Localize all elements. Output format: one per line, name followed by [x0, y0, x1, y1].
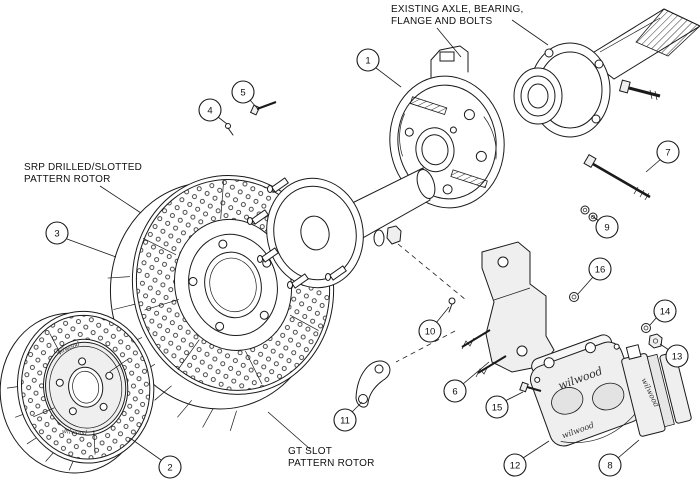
parking-brake-lever: [355, 360, 391, 408]
svg-text:12: 12: [510, 461, 521, 472]
brake-pads: wilwood: [621, 344, 692, 437]
backing-plate-bracket: [430, 45, 469, 81]
callout-4: 4: [198, 98, 228, 125]
gt-label-line2: PATTERN ROTOR: [288, 458, 375, 469]
svg-text:5: 5: [240, 88, 245, 99]
alt-rotor-brand-bottom: wilwood: [62, 428, 88, 437]
axle-nut: [373, 225, 402, 247]
svg-text:9: 9: [604, 223, 609, 234]
washer-item-14: [641, 323, 651, 333]
washer-item-16: [569, 292, 579, 302]
axle-shaft: [585, 8, 700, 80]
axle-label-line2: FLANGE AND BOLTS: [391, 16, 493, 27]
callout-10: 10: [418, 306, 450, 343]
svg-text:7: 7: [665, 148, 670, 159]
svg-text:1: 1: [365, 56, 370, 67]
srp-label-line1: SRP DRILLED/SLOTTED: [24, 162, 142, 173]
bolt-item-5: [249, 100, 277, 116]
svg-text:3: 3: [54, 229, 59, 240]
callout-3: 3: [45, 221, 117, 258]
label-gt: GT SLOT PATTERN ROTOR: [267, 411, 375, 469]
stud-bolt-7: [583, 153, 651, 201]
svg-text:16: 16: [595, 265, 606, 276]
alt-rotor: wilwood wilwood: [0, 310, 155, 474]
alt-rotor-bolt-holes: [55, 357, 114, 416]
gt-label-line1: GT SLOT: [288, 446, 332, 457]
callout-14: 14: [649, 299, 677, 326]
nut-item-13: [648, 333, 663, 349]
svg-text:2: 2: [167, 463, 172, 474]
callout-16: 16: [577, 257, 612, 295]
axle-label-line1: EXISTING AXLE, BEARING,: [391, 4, 523, 15]
alt-rotor-slots: [33, 333, 129, 455]
pin-item-4: [225, 123, 234, 136]
svg-text:4: 4: [207, 106, 212, 117]
callout-8: 8: [598, 439, 640, 477]
callout-11: 11: [333, 401, 363, 432]
callout-1: 1: [356, 48, 402, 88]
wheel-studs: [247, 177, 347, 289]
callout-13: 13: [659, 343, 689, 368]
srp-label-line2: PATTERN ROTOR: [24, 174, 111, 185]
label-srp: SRP DRILLED/SLOTTED PATTERN ROTOR: [24, 162, 142, 214]
callout-2: 2: [129, 437, 182, 479]
callout-15: 15: [485, 391, 524, 419]
flange-bolt: [618, 79, 661, 101]
callout-6: 6: [443, 361, 490, 403]
callout-12: 12: [503, 440, 550, 477]
caliper-bracket: [461, 241, 555, 378]
bolt-item-15: [519, 381, 542, 393]
callout-5: 5: [231, 80, 258, 109]
callout-9: 9: [591, 215, 619, 239]
hub-flange: [266, 167, 436, 289]
label-axle: EXISTING AXLE, BEARING, FLANGE AND BOLTS: [391, 4, 549, 58]
axle-bearing: [513, 67, 563, 125]
svg-text:6: 6: [452, 387, 457, 398]
svg-text:14: 14: [660, 307, 671, 318]
svg-text:10: 10: [425, 327, 436, 338]
washer-pair-9: [580, 205, 598, 222]
svg-text:11: 11: [340, 416, 350, 427]
caliper: wilwood wilwood: [529, 334, 643, 447]
svg-text:15: 15: [492, 403, 503, 414]
callout-7: 7: [645, 140, 680, 173]
svg-text:13: 13: [672, 352, 683, 363]
svg-text:8: 8: [607, 461, 612, 472]
callouts: 1 2 3 4 5 6 7: [45, 48, 689, 479]
pin-item-10: [448, 297, 456, 313]
